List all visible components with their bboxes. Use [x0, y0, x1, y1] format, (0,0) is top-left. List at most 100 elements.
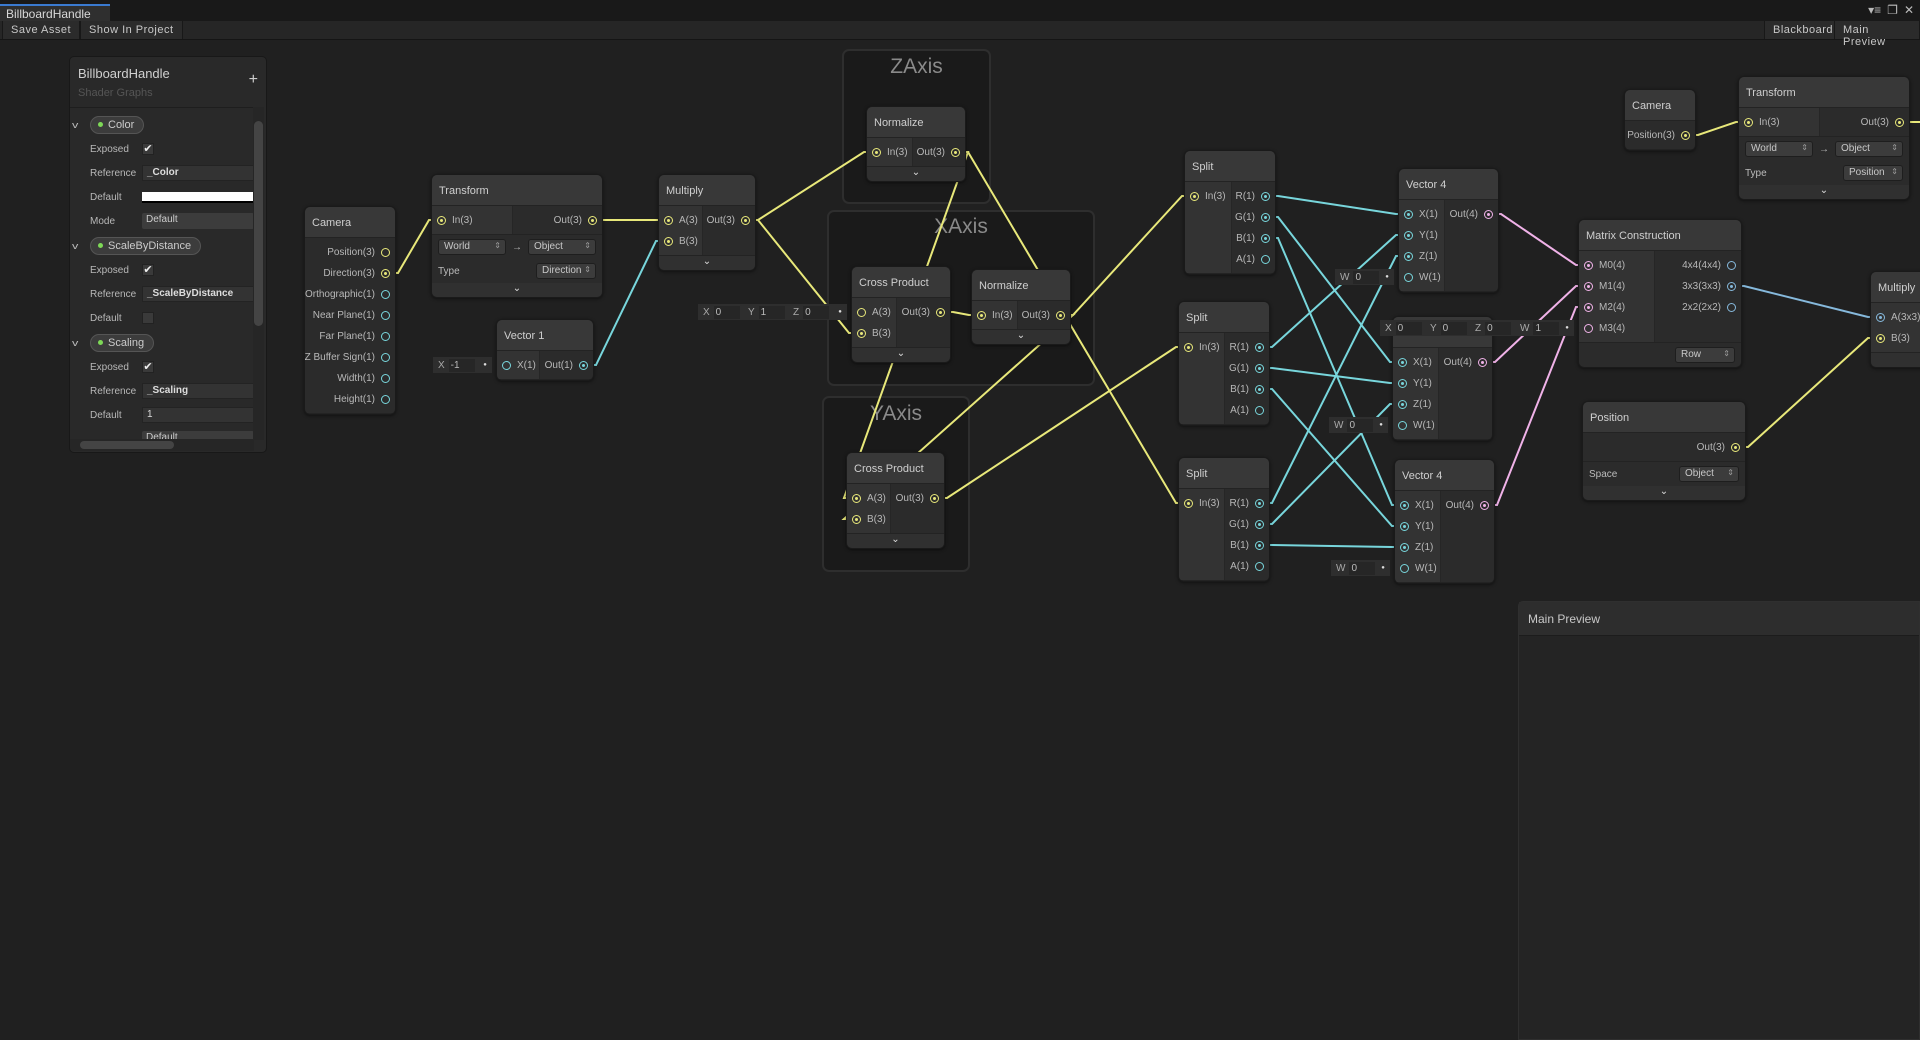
port-dot-icon[interactable]	[381, 353, 390, 362]
port-dot-icon[interactable]	[437, 216, 446, 225]
output-port[interactable]: R(1)	[1225, 337, 1269, 358]
component-value-input[interactable]: 0	[1349, 561, 1376, 575]
port-dot-icon[interactable]	[664, 237, 673, 246]
port-dot-icon[interactable]	[1255, 406, 1264, 415]
port-dot-icon[interactable]	[1255, 385, 1264, 394]
control-dropdown[interactable]: Object	[1679, 466, 1739, 482]
input-port[interactable]: In(3)	[432, 210, 512, 231]
input-port[interactable]: M3(4)	[1579, 318, 1654, 339]
port-dot-icon[interactable]	[1056, 311, 1065, 320]
port-dot-icon[interactable]	[588, 216, 597, 225]
port-dot-icon[interactable]	[1731, 443, 1740, 452]
port-dot-icon[interactable]	[1727, 303, 1736, 312]
port-dot-icon[interactable]	[1261, 213, 1270, 222]
exposed-checkbox[interactable]: ✔	[142, 264, 154, 276]
exposed-checkbox[interactable]: ✔	[142, 361, 154, 373]
default-color-swatch[interactable]	[142, 191, 254, 203]
reference-input[interactable]: _ScaleByDistance	[142, 286, 254, 302]
port-dot-icon[interactable]	[1876, 334, 1885, 343]
input-port[interactable]: Z(1)	[1399, 246, 1444, 267]
input-port[interactable]: In(3)	[972, 305, 1017, 326]
input-port[interactable]: X(1)	[1399, 204, 1444, 225]
input-port[interactable]: A(3)	[847, 488, 890, 509]
port-dot-icon[interactable]	[381, 269, 390, 278]
node-vec4b[interactable]: Vector 4X(1)Y(1)Z(1)W(1)Out(4)	[1392, 316, 1493, 441]
port-dot-icon[interactable]	[381, 311, 390, 320]
input-port[interactable]: X(1)	[1393, 352, 1438, 373]
expand-chevron-icon[interactable]: ⌄	[1583, 486, 1745, 500]
input-port[interactable]: Y(1)	[1399, 225, 1444, 246]
chevron-down-icon[interactable]: v	[72, 240, 79, 251]
save-asset-button[interactable]: Save Asset	[2, 21, 81, 39]
port-dot-icon[interactable]	[1744, 118, 1753, 127]
output-port[interactable]: Orthographic(1)	[305, 284, 395, 305]
input-port[interactable]: Z(1)	[1395, 537, 1440, 558]
input-port[interactable]: X(1)	[1395, 495, 1440, 516]
input-port[interactable]: W(1)	[1399, 267, 1444, 288]
output-port[interactable]: Near Plane(1)	[305, 305, 395, 326]
menu-icon[interactable]: ▾≡	[1868, 3, 1882, 17]
wire[interactable]	[935, 346, 1188, 499]
input-port[interactable]: B(3)	[659, 231, 702, 252]
port-dot-icon[interactable]	[1400, 522, 1409, 531]
input-port[interactable]: In(3)	[1185, 186, 1231, 207]
port-dot-icon[interactable]	[852, 515, 861, 524]
control-dropdown[interactable]: Direction	[536, 263, 596, 279]
port-dot-icon[interactable]	[872, 148, 881, 157]
reference-input[interactable]: _Color	[142, 165, 254, 181]
port-dot-icon[interactable]	[381, 332, 390, 341]
space-from-dropdown[interactable]: World	[1745, 141, 1813, 157]
output-port[interactable]: Out(3)	[513, 210, 602, 231]
show-in-project-button[interactable]: Show In Project	[80, 21, 183, 39]
vertical-scrollbar[interactable]	[253, 107, 264, 440]
port-dot-icon[interactable]	[1400, 543, 1409, 552]
port-dot-icon[interactable]	[1255, 562, 1264, 571]
port-dot-icon[interactable]	[1398, 421, 1407, 430]
port-dot-icon[interactable]	[857, 329, 866, 338]
exposed-checkbox[interactable]: ✔	[142, 143, 154, 155]
port-dot-icon[interactable]	[1584, 324, 1593, 333]
default-value-input[interactable]: 1	[142, 407, 254, 423]
expand-chevron-icon[interactable]: ⌄	[659, 256, 755, 270]
output-port[interactable]: Far Plane(1)	[305, 326, 395, 347]
expand-chevron-icon[interactable]: ⌄	[972, 330, 1070, 344]
wire[interactable]	[1736, 337, 1880, 448]
port-dot-icon[interactable]	[1484, 210, 1493, 219]
port-dot-icon[interactable]	[1255, 343, 1264, 352]
port-dot-icon[interactable]	[1190, 192, 1199, 201]
wire[interactable]	[1260, 367, 1402, 384]
input-port[interactable]: W(1)	[1393, 415, 1438, 436]
port-dot-icon[interactable]	[502, 361, 511, 370]
port-dot-icon[interactable]	[1255, 364, 1264, 373]
chevron-down-icon[interactable]: v	[72, 337, 79, 348]
input-port[interactable]: A(3)	[659, 210, 702, 231]
port-dot-icon[interactable]	[1727, 282, 1736, 291]
input-port[interactable]: A(3x3)	[1871, 307, 1920, 328]
input-port[interactable]: M1(4)	[1579, 276, 1654, 297]
port-dot-icon[interactable]	[1480, 501, 1489, 510]
input-port[interactable]: X(1)	[497, 355, 539, 376]
reference-input[interactable]: _Scaling	[142, 383, 254, 399]
control-dropdown[interactable]: Position	[1843, 165, 1903, 181]
output-port[interactable]: A(1)	[1232, 249, 1275, 270]
port-dot-icon[interactable]	[951, 148, 960, 157]
port-dot-icon[interactable]	[1404, 252, 1413, 261]
port-dot-icon[interactable]	[1404, 231, 1413, 240]
scrollbar-thumb[interactable]	[80, 441, 174, 449]
component-value-input[interactable]: 0	[1353, 270, 1380, 284]
output-port[interactable]: Out(3)	[703, 210, 755, 231]
wire[interactable]	[1485, 306, 1588, 506]
control-dropdown[interactable]: Row	[1675, 347, 1735, 363]
output-port[interactable]: R(1)	[1232, 186, 1275, 207]
